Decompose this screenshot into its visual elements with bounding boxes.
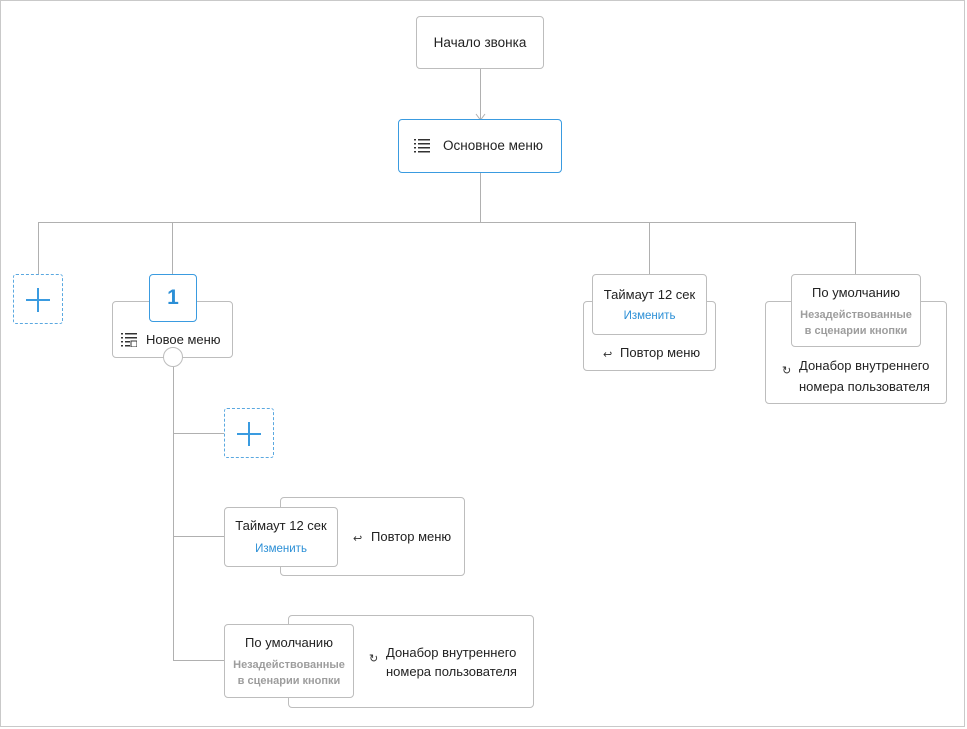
redial-icon: ↻ (782, 365, 792, 377)
expand-handle[interactable] (163, 347, 183, 367)
default-note-line1: Незадействованные (800, 309, 912, 321)
main-menu-label: Основное меню (443, 138, 543, 153)
timeout-change-link[interactable]: Изменить (623, 310, 676, 322)
default-node[interactable]: По умолчанию Незадействованные в сценари… (791, 274, 921, 347)
sub-default-title: По умолчанию (245, 635, 333, 650)
add-branch-button[interactable] (13, 274, 63, 324)
sub-default-result-line2: номера пользователя (386, 664, 517, 679)
redial-icon: ↻ (369, 653, 379, 665)
timeout-node[interactable]: Таймаут 12 сек Изменить (592, 274, 707, 335)
sub-default-result-line1: Донабор внутреннего (386, 645, 517, 660)
sub-default-note-line2: в сценарии кнопки (237, 675, 341, 687)
sub-default-note-line1: Незадействованные (233, 659, 345, 671)
sub-timeout-node[interactable]: Таймаут 12 сек Изменить (224, 507, 338, 567)
list-number-icon (121, 333, 137, 347)
default-title: По умолчанию (812, 285, 900, 300)
menu-number-badge[interactable]: 1 (149, 274, 197, 322)
repeat-icon: ↩ (603, 349, 613, 361)
sub-timeout-change-link[interactable]: Изменить (255, 543, 307, 555)
main-menu-node[interactable]: Основное меню (398, 119, 562, 173)
sub-default-node[interactable]: По умолчанию Незадействованные в сценари… (224, 624, 354, 698)
default-note-line2: в сценарии кнопки (804, 325, 908, 337)
add-sub-branch-button[interactable] (224, 408, 274, 458)
new-menu-label: Новое меню (146, 332, 221, 347)
sub-timeout-title: Таймаут 12 сек (235, 518, 327, 533)
timeout-title: Таймаут 12 сек (603, 287, 696, 302)
default-result-line2: номера пользователя (799, 379, 930, 394)
sub-timeout-result-label: Повтор меню (371, 529, 452, 544)
start-node[interactable]: Начало звонка (416, 16, 544, 69)
list-icon (414, 139, 430, 153)
repeat-icon: ↩ (353, 533, 363, 545)
start-node-label: Начало звонка (433, 35, 527, 50)
timeout-result-label: Повтор меню (620, 345, 701, 360)
default-result-line1: Донабор внутреннего (799, 358, 930, 373)
